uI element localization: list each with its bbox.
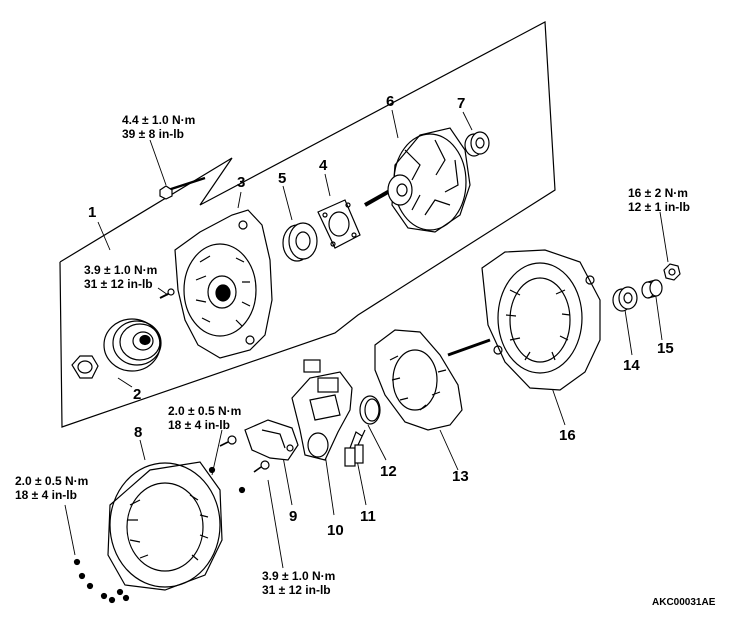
torque-terminal-nut-inlb: 12 ± 1 in-lb	[628, 200, 690, 214]
front-bolt	[159, 288, 175, 299]
pulley-nut	[71, 355, 99, 379]
torque-bottom-bolt-inlb: 31 ± 12 in-lb	[262, 583, 331, 597]
part-label-6: 6	[386, 93, 395, 110]
leader-lines	[64, 109, 669, 569]
torque-terminal-nut-nm: 16 ± 2 N·m	[628, 186, 688, 200]
torque-front-bolt-inlb: 31 ± 12 in-lb	[84, 277, 153, 291]
torque-regulator-screw-inlb: 18 ± 4 in-lb	[168, 418, 230, 432]
terminal-bushing	[612, 286, 638, 312]
insulator-sleeve	[641, 279, 663, 299]
torque-bottom-bolt: 3.9 ± 1.0 N·m 31 ± 12 in-lb	[262, 569, 335, 597]
torque-stator-screw: 2.0 ± 0.5 N·m 18 ± 4 in-lb	[15, 474, 88, 502]
part-label-5: 5	[278, 170, 287, 187]
torque-stator-screw-inlb: 18 ± 4 in-lb	[15, 488, 77, 502]
front-bracket	[174, 209, 273, 359]
part-label-11: 11	[360, 508, 376, 525]
stator-screws	[73, 558, 130, 604]
stator	[107, 461, 223, 591]
rear-bracket	[481, 249, 601, 391]
front-bearing	[282, 222, 318, 262]
part-label-14: 14	[623, 357, 640, 374]
part-label-9: 9	[289, 508, 298, 525]
part-label-4: 4	[319, 157, 328, 174]
terminal-nut	[663, 263, 681, 281]
regulator-screws	[208, 435, 270, 494]
regulator-cover	[244, 419, 299, 461]
torque-front-bolt: 3.9 ± 1.0 N·m 31 ± 12 in-lb	[84, 263, 157, 291]
part-label-7: 7	[457, 95, 466, 112]
retainer-plate	[317, 199, 361, 249]
part-label-3: 3	[237, 174, 246, 191]
voltage-regulator	[291, 359, 353, 461]
rectifier	[374, 329, 491, 431]
rotor	[364, 127, 471, 233]
pulley	[103, 318, 162, 372]
torque-through-bolt: 4.4 ± 1.0 N·m 39 ± 8 in-lb	[122, 113, 195, 141]
assembly-1-boundary	[59, 21, 556, 428]
diagram-code: AKC00031AE	[652, 597, 716, 608]
part-label-16: 16	[559, 427, 576, 444]
part-label-1: 1	[88, 204, 97, 221]
brush	[344, 429, 366, 467]
part-label-15: 15	[657, 340, 674, 357]
part-label-13: 13	[452, 468, 469, 485]
torque-through-bolt-inlb: 39 ± 8 in-lb	[122, 127, 184, 141]
through-bolt	[159, 176, 206, 200]
torque-stator-screw-nm: 2.0 ± 0.5 N·m	[15, 474, 89, 488]
part-label-10: 10	[327, 522, 344, 539]
torque-through-bolt-nm: 4.4 ± 1.0 N·m	[122, 113, 196, 127]
torque-bottom-bolt-nm: 3.9 ± 1.0 N·m	[262, 569, 336, 583]
part-label-12: 12	[380, 463, 397, 480]
torque-front-bolt-nm: 3.9 ± 1.0 N·m	[84, 263, 158, 277]
torque-regulator-screw-nm: 2.0 ± 0.5 N·m	[168, 404, 242, 418]
torque-regulator-screw: 2.0 ± 0.5 N·m 18 ± 4 in-lb	[168, 404, 241, 432]
spring-ring	[359, 395, 381, 425]
rear-bearing	[464, 131, 490, 157]
part-label-8: 8	[134, 424, 143, 441]
part-label-2: 2	[133, 386, 142, 403]
torque-terminal-nut: 16 ± 2 N·m 12 ± 1 in-lb	[628, 186, 690, 214]
